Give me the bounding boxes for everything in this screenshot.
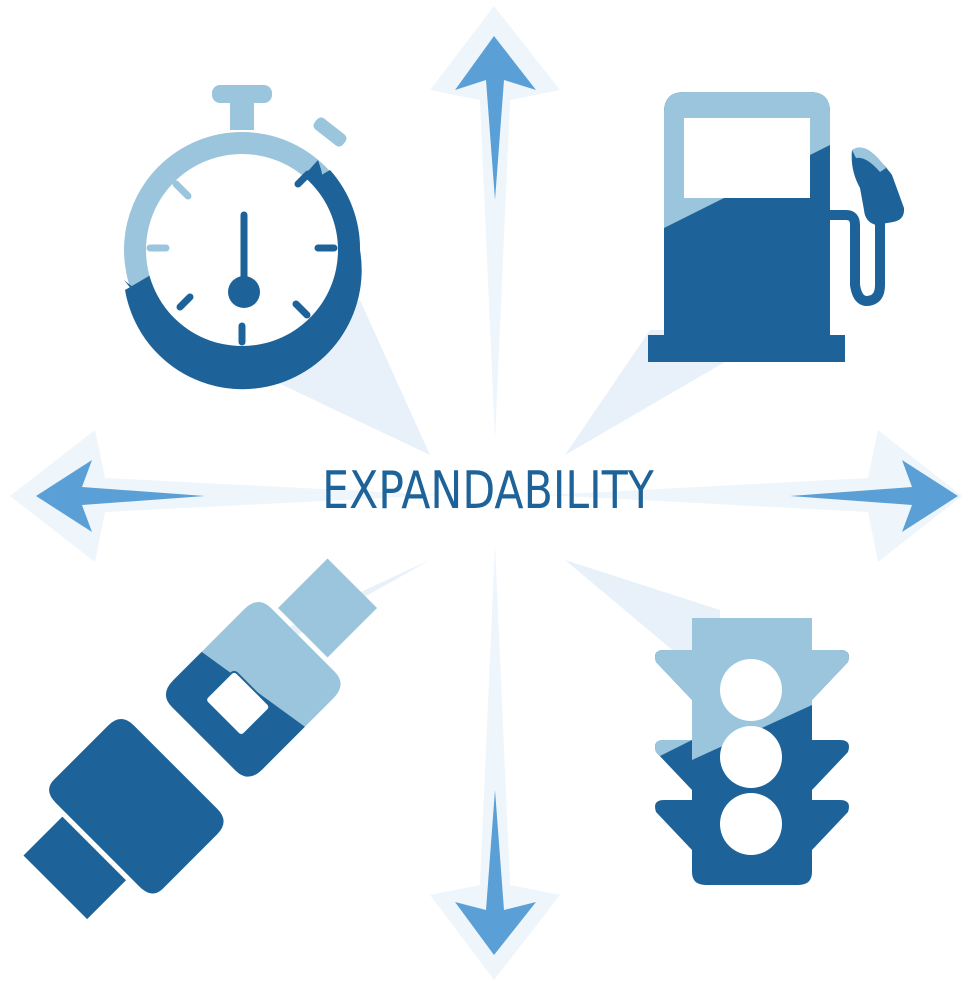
arrow-up-icon — [455, 36, 536, 200]
arrow-down-icon — [455, 790, 536, 955]
stopwatch-icon — [124, 85, 362, 390]
arrow-glow-right — [545, 430, 962, 562]
arrow-right-icon — [790, 460, 958, 532]
arrow-left-icon — [36, 460, 205, 532]
fuel-pump-icon — [648, 92, 905, 362]
arrow-glow-left — [10, 430, 440, 562]
arrows — [36, 36, 958, 955]
traffic-light-icon — [655, 618, 849, 885]
arrow-glow-down — [430, 545, 560, 980]
diagram-title: EXPANDABILITY — [322, 461, 654, 521]
seatbelt-buckle-icon — [23, 558, 378, 920]
arrow-glow-up — [430, 6, 560, 440]
